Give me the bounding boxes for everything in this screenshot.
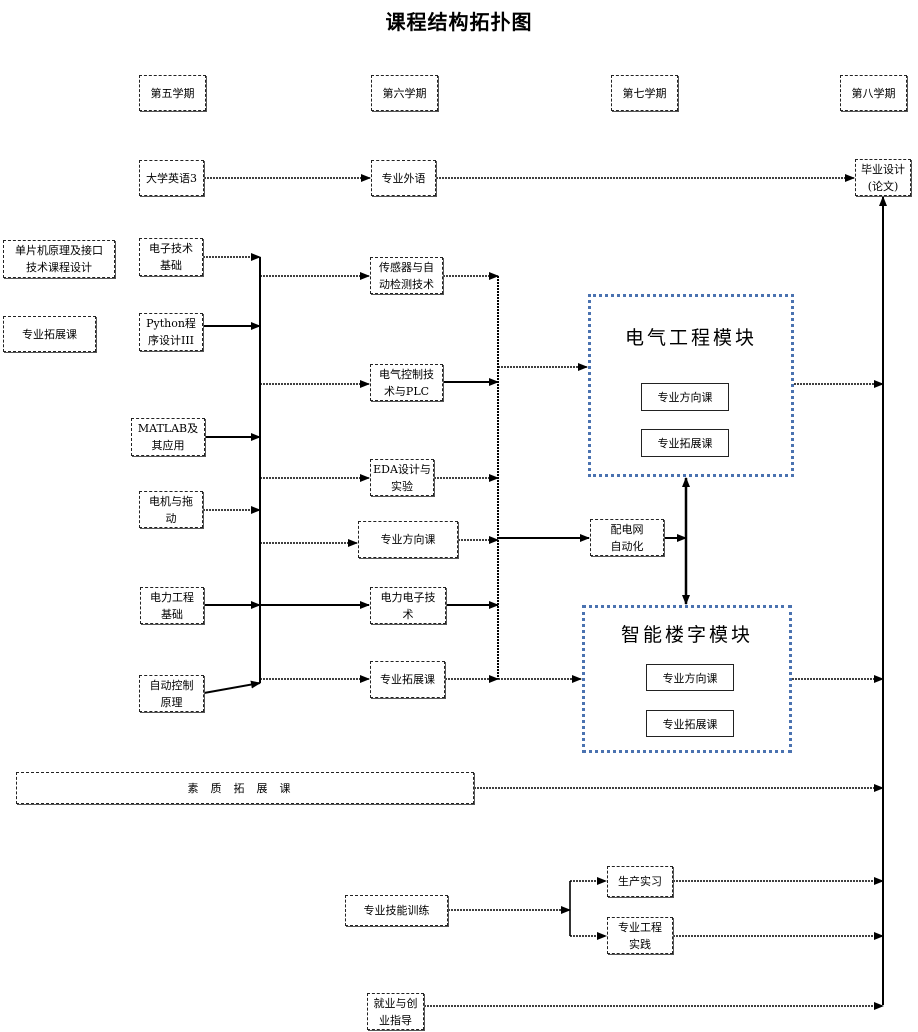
module-electrical-direction: 专业方向课 xyxy=(641,383,729,411)
semester-7: 第七学期 xyxy=(611,75,678,111)
course-career-guidance: 就业与创 业指导 xyxy=(367,993,424,1030)
course-eda: EDA设计与 实验 xyxy=(370,459,434,496)
course-power-elec: 电力电子技 术 xyxy=(370,587,446,624)
course-electronics: 电子技术 基础 xyxy=(139,238,203,276)
module-building-extension: 专业拓展课 xyxy=(646,710,734,737)
course-skills-training: 专业技能训练 xyxy=(345,895,448,926)
semester-5: 第五学期 xyxy=(139,75,206,111)
module-building-direction: 专业方向课 xyxy=(646,664,734,691)
course-direction6: 专业方向课 xyxy=(358,521,458,558)
course-english3: 大学英语3 xyxy=(139,160,204,196)
module-building-title: 智能楼字模块 xyxy=(620,624,753,646)
course-motor: 电机与拖 动 xyxy=(139,491,203,528)
course-production-internship: 生产实习 xyxy=(607,866,673,897)
course-sensor: 传感器与自 动检测技术 xyxy=(370,257,443,294)
module-electrical-title: 电气工程模块 xyxy=(624,327,757,349)
course-auto-ctrl: 自动控制 原理 xyxy=(139,675,204,712)
module-electrical-extension: 专业拓展课 xyxy=(641,429,729,457)
course-thesis: 毕业设计 (论文) xyxy=(855,159,911,196)
course-plc: 电气控制技 术与PLC xyxy=(370,364,443,401)
edge-auto-ctrl-bus xyxy=(203,680,261,694)
course-prof-english: 专业外语 xyxy=(371,160,436,196)
course-matlab: MATLAB及 其应用 xyxy=(131,418,205,456)
module-electrical: 电气工程模块 专业方向课 专业拓展课 xyxy=(588,294,794,477)
course-mcu-design: 单片机原理及接口 技术课程设计 xyxy=(3,240,115,278)
course-power-eng: 电力工程 基础 xyxy=(140,587,204,624)
course-elective-extension: 专业拓展课 xyxy=(3,316,96,352)
semester-8: 第八学期 xyxy=(840,75,907,111)
course-extension6: 专业拓展课 xyxy=(370,661,445,698)
diagram-title: 课程结构拓扑图 xyxy=(385,10,533,34)
course-grid-automation: 配电网 自动化 xyxy=(590,519,664,556)
course-quality-extension: 素质拓展课 xyxy=(16,772,474,804)
semester-6: 第六学期 xyxy=(371,75,438,111)
course-python: Python程 序设计III xyxy=(139,313,203,351)
course-eng-practice: 专业工程 实践 xyxy=(607,917,673,954)
module-smart-building: 智能楼字模块 专业方向课 专业拓展课 xyxy=(582,605,792,753)
